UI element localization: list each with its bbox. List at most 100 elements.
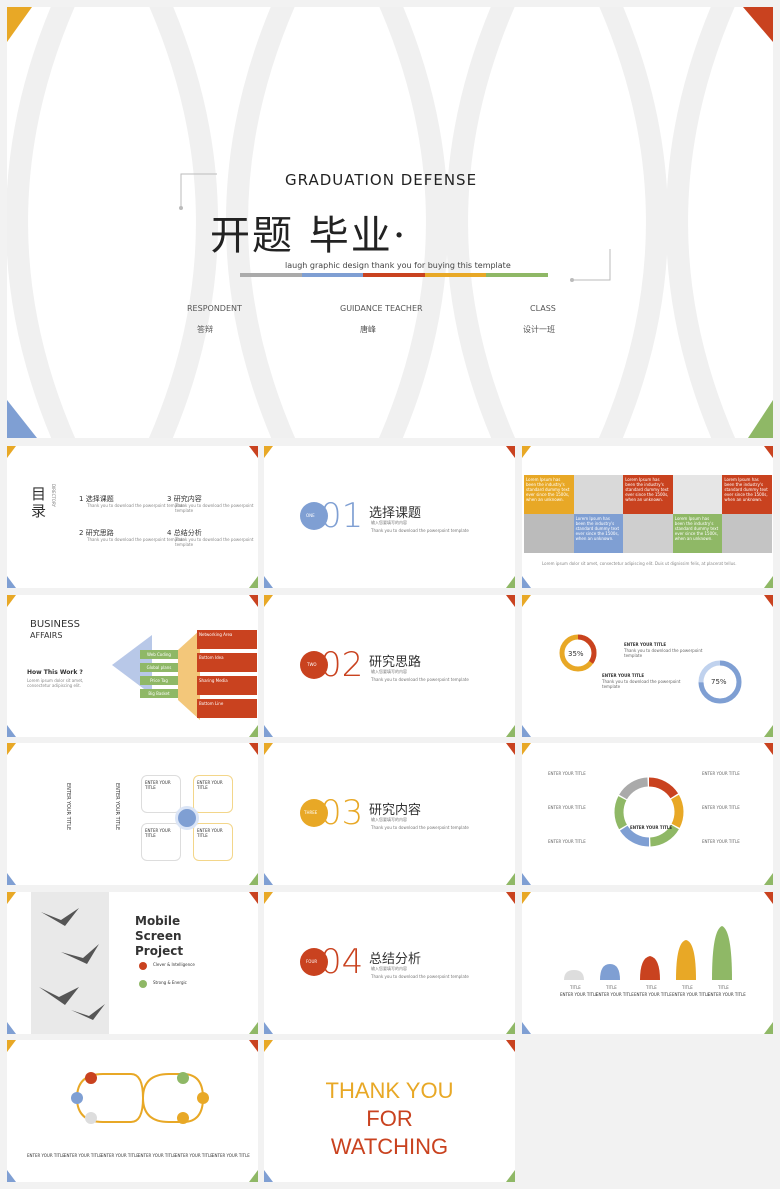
- bell-label: TITLE: [646, 985, 657, 990]
- cycle-label: ENTER YOUR TITLE: [702, 805, 740, 810]
- toc-item-desc: Thank you to download the powerpoint tem…: [175, 503, 254, 513]
- toc-item-label: 选择课题: [85, 495, 114, 503]
- corner-triangle: [7, 446, 16, 458]
- bell-sub: ENTER YOUR TITLE: [560, 992, 598, 997]
- section-circle: [300, 948, 328, 976]
- cycle-ring: [614, 777, 684, 847]
- birds-image: [31, 892, 109, 1034]
- corner-triangle: [506, 725, 515, 737]
- toc-title-en: DIRECTORY: [51, 484, 56, 507]
- corner-triangle: [506, 743, 515, 755]
- bell-label: TITLE: [718, 985, 729, 990]
- slide-toc[interactable]: 目录 DIRECTORY 1 选择课题 Thank you to downloa…: [7, 446, 258, 588]
- corner-triangle: [506, 1022, 515, 1034]
- bell: [564, 970, 584, 980]
- left-item: Global plans: [140, 663, 178, 672]
- business-how: How This Work ?: [27, 669, 83, 676]
- slide-business[interactable]: BUSINESS AFFAIRS How This Work ? Lorem i…: [7, 595, 258, 737]
- bracket-bottom-right: [570, 249, 611, 282]
- card-title: ENTER YOUR TITLE: [145, 828, 171, 838]
- hero-slide[interactable]: GRADUATION DEFENSE 开题 毕业· laugh graphic …: [7, 7, 773, 438]
- slide-bells[interactable]: TITLE TITLE TITLE TITLE TITLE ENTER YOUR…: [522, 892, 773, 1034]
- corner-triangle: [249, 1170, 258, 1182]
- card: ENTER YOUR TITLE: [193, 775, 233, 813]
- photo: [524, 514, 574, 553]
- flow-label: ENTER YOUR TITLE: [175, 1153, 213, 1158]
- corner-triangle: [522, 576, 531, 588]
- bell-label: TITLE: [606, 985, 617, 990]
- slide-section-04[interactable]: FOUR 04 总结分析 输入您要填写的内容 Thank you to down…: [264, 892, 515, 1034]
- flow-label: ENTER YOUR TITLE: [212, 1153, 250, 1158]
- corner-triangle: [522, 725, 531, 737]
- toc-item-label: 研究内容: [173, 495, 202, 503]
- section-subtitle: 输入您要填写的内容: [371, 669, 407, 674]
- toc-item-desc: Thank you to download the powerpoint tem…: [87, 537, 185, 542]
- corner-triangle: [506, 873, 515, 885]
- corner-triangle: [506, 576, 515, 588]
- flow-label: ENTER YOUR TITLE: [101, 1153, 139, 1158]
- corner-triangle: [249, 873, 258, 885]
- slide-section-03[interactable]: THREE 03 研究内容 输入您要填写的内容 Thank you to dow…: [264, 743, 515, 885]
- slide-cycle[interactable]: ENTER YOUR TITLE ENTER YOUR TITLE ENTER …: [522, 743, 773, 885]
- corner-triangle: [506, 446, 515, 458]
- toc-item-num: 2: [79, 529, 84, 537]
- corner-triangle: [249, 1040, 258, 1052]
- section-number: 01: [320, 496, 364, 536]
- toc-item-1[interactable]: 1 选择课题: [79, 494, 114, 504]
- toc-item-3[interactable]: 3 研究内容: [167, 494, 202, 504]
- mobile-title-line: Screen: [135, 929, 182, 943]
- toc-item-4[interactable]: 4 总结分析: [167, 528, 202, 538]
- hero-title-cn: 开题 毕业·: [210, 213, 408, 259]
- bird-icon: [39, 908, 105, 1020]
- section-number: 02: [320, 645, 364, 685]
- bell-sub: ENTER YOUR TITLE: [596, 992, 634, 997]
- slide-vertical[interactable]: ENTER YOUR TITLE ENTER YOUR TITLE ENTER …: [7, 743, 258, 885]
- slide-gallery[interactable]: Lorem Ipsum has been the industry's stan…: [522, 446, 773, 588]
- corner-triangle: [7, 743, 16, 755]
- mobile-title-line: Project: [135, 944, 184, 958]
- slide-mobile[interactable]: Mobile Screen Project Clever & Intellige…: [7, 892, 258, 1034]
- corner-triangle: [506, 1040, 515, 1052]
- corner-triangle: [506, 892, 515, 904]
- text-box: Lorem Ipsum has been the industry's stan…: [623, 475, 673, 514]
- slide-section-02[interactable]: TWO 02 研究思路 输入您要填写的内容 Thank you to downl…: [264, 595, 515, 737]
- slide-flow[interactable]: ENTER YOUR TITLE ENTER YOUR TITLE ENTER …: [7, 1040, 258, 1182]
- cycle-label: ENTER YOUR TITLE: [548, 839, 586, 844]
- bell: [640, 956, 660, 980]
- section-desc: Thank you to download the powerpoint tem…: [371, 677, 469, 682]
- corner-triangle: [7, 725, 16, 737]
- slide-donut[interactable]: 35% 75% ENTER YOUR TITLE Thank you to do…: [522, 595, 773, 737]
- bell-label: TITLE: [570, 985, 581, 990]
- corner-triangle: [264, 576, 273, 588]
- business-title-2: AFFAIRS: [30, 631, 63, 640]
- cycle-label: ENTER YOUR TITLE: [702, 839, 740, 844]
- background-arcs: [7, 7, 736, 438]
- corner-triangle: [764, 725, 773, 737]
- toc-item-2[interactable]: 2 研究思路: [79, 528, 114, 538]
- photo: [672, 475, 723, 514]
- infinity-flow: [71, 1072, 209, 1124]
- arrow-shape-right: [178, 630, 200, 720]
- corner-triangle: [7, 595, 16, 607]
- section-circle: [300, 651, 328, 679]
- toc-item-label: 研究思路: [85, 529, 114, 537]
- hero-subtitle: laugh graphic design thank you for buyin…: [285, 261, 511, 270]
- text-box: Lorem Ipsum has been the industry's stan…: [722, 475, 772, 514]
- flow-label: ENTER YOUR TITLE: [64, 1153, 102, 1158]
- toc-item-num: 4: [167, 529, 172, 537]
- bell: [712, 926, 732, 980]
- corner-triangle: [249, 446, 258, 458]
- section-desc: Thank you to download the powerpoint tem…: [371, 825, 469, 830]
- right-item: Bottom Line: [197, 699, 257, 718]
- corner-triangle: [249, 595, 258, 607]
- slide-thanks[interactable]: THANK YOU FOR WATCHING: [264, 1040, 515, 1182]
- bell: [676, 940, 696, 980]
- corner-triangle: [522, 892, 531, 904]
- corner-triangle: [249, 892, 258, 904]
- gallery-footer: Lorem ipsum dolor sit amet, consectetur …: [542, 561, 737, 566]
- corner-triangle: [249, 1022, 258, 1034]
- bell-sub: ENTER YOUR TITLE: [708, 992, 746, 997]
- donut-title: ENTER YOUR TITLE: [624, 642, 667, 647]
- section-circle: [300, 799, 328, 827]
- slide-section-01[interactable]: ONE 01 选择课题 输入您要填写的内容 Thank you to downl…: [264, 446, 515, 588]
